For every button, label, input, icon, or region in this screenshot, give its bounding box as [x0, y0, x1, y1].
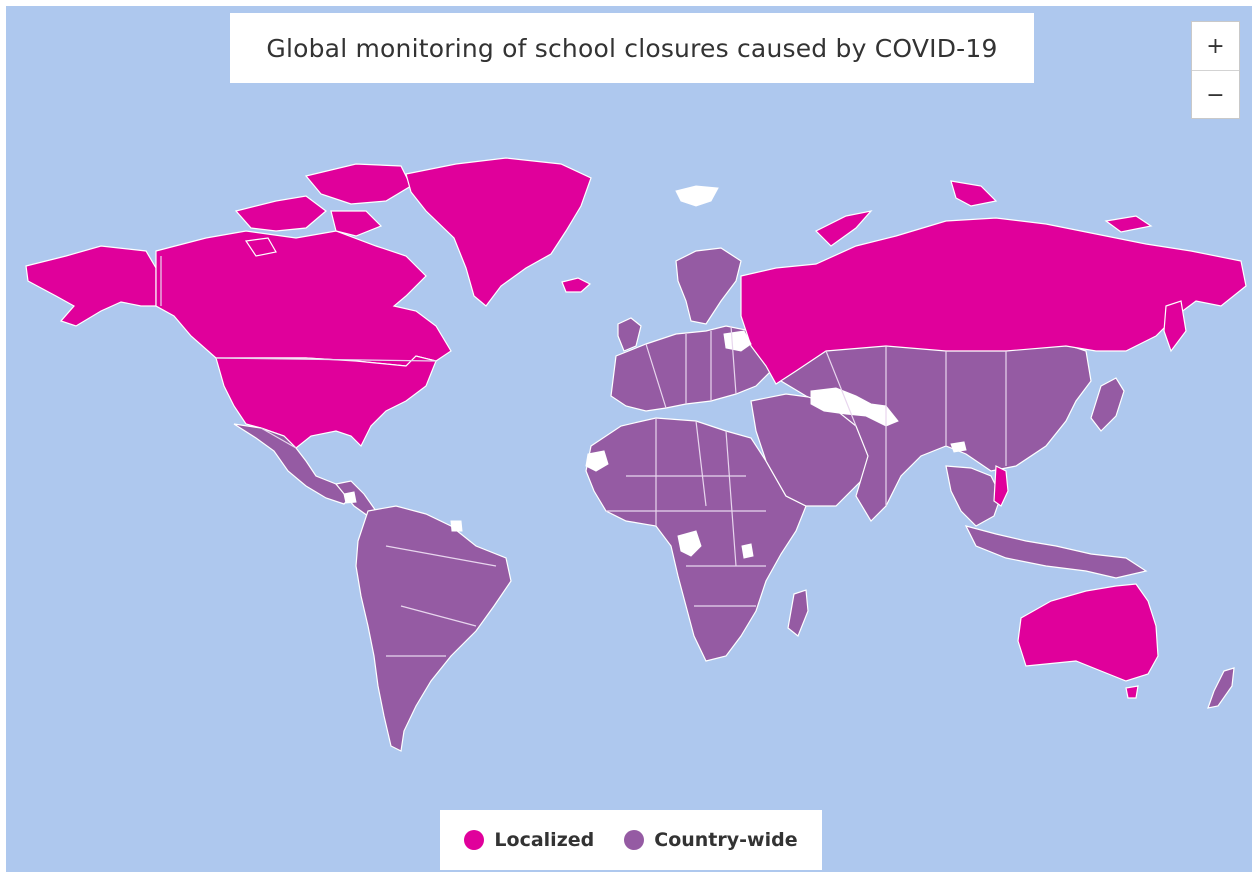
zoom-out-button[interactable]: − — [1206, 82, 1225, 108]
region-east-africa-nodata[interactable] — [741, 543, 754, 559]
region-southeast-asia[interactable] — [945, 465, 1002, 527]
zoom-controls: + − — [1191, 21, 1240, 119]
region-iceland[interactable] — [561, 277, 592, 293]
region-japan[interactable] — [1090, 377, 1125, 432]
region-russia[interactable] — [740, 217, 1247, 385]
region-canada[interactable] — [155, 230, 452, 367]
legend-item-localized[interactable]: Localized — [464, 829, 594, 851]
region-guiana-nodata[interactable] — [450, 520, 463, 532]
map-canvas[interactable] — [6, 6, 1252, 872]
region-new-zealand[interactable] — [1207, 667, 1235, 709]
legend-label-country-wide: Country-wide — [654, 829, 798, 851]
region-south-america[interactable] — [355, 505, 512, 752]
region-greenland[interactable] — [405, 157, 592, 307]
region-svalbard[interactable] — [675, 185, 719, 207]
legend-swatch-country-wide — [624, 830, 645, 850]
region-usa[interactable] — [215, 355, 437, 449]
region-central-asia-nodata[interactable] — [810, 387, 899, 427]
region-uk[interactable] — [617, 317, 642, 352]
legend-swatch-localized — [464, 830, 485, 850]
region-alaska[interactable] — [25, 245, 157, 327]
region-vietnam[interactable] — [993, 465, 1009, 507]
region-scandinavia[interactable] — [675, 247, 742, 325]
country-borders — [160, 256, 1007, 657]
world-map[interactable] — [6, 6, 1252, 872]
region-himalaya-nodata[interactable] — [950, 441, 967, 453]
region-central-africa-nodata[interactable] — [677, 530, 702, 557]
map-legend: Localized Country-wide — [440, 810, 822, 870]
legend-item-country-wide[interactable]: Country-wide — [624, 829, 798, 851]
region-central-america-nodata[interactable] — [343, 491, 357, 504]
region-arctic-islands[interactable] — [234, 163, 412, 257]
region-madagascar[interactable] — [787, 589, 809, 637]
region-australia[interactable] — [1017, 583, 1159, 682]
region-western-sahara[interactable] — [585, 450, 609, 472]
zoom-in-button[interactable]: + — [1192, 22, 1239, 71]
region-tasmania[interactable] — [1125, 685, 1139, 699]
region-indonesia[interactable] — [964, 525, 1148, 579]
region-belarus[interactable] — [723, 330, 752, 352]
legend-label-localized: Localized — [494, 829, 595, 851]
region-russia-islands[interactable] — [814, 180, 1187, 353]
map-title: Global monitoring of school closures cau… — [230, 13, 1034, 83]
